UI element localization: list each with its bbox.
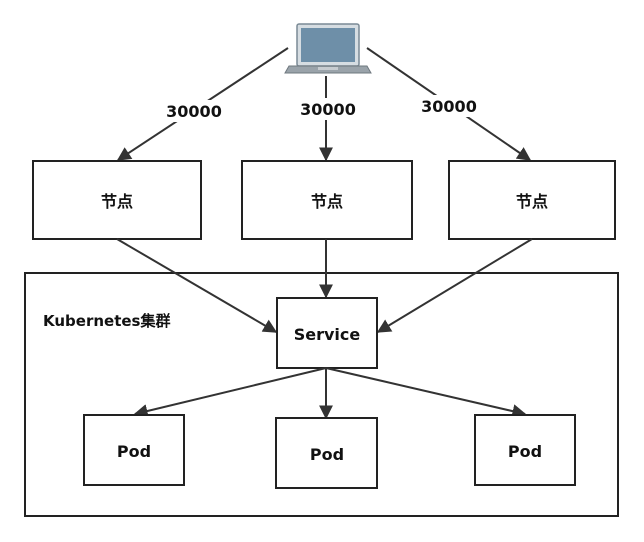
pod-box-3: Pod [474,414,576,486]
pod-label-3: Pod [508,442,542,461]
pod-box-1: Pod [83,414,185,486]
node-box-2: 节点 [241,160,413,240]
edge-node-1-service [116,238,278,333]
node-box-1: 节点 [32,160,202,240]
edge-service-pod-3 [325,367,527,418]
edge-label-port-3: 30000 [421,97,477,116]
service-label: Service [294,325,361,344]
node-label-3: 节点 [516,192,548,211]
edge-label-port-1: 30000 [166,102,222,121]
node-label-2: 节点 [311,192,343,211]
pod-label-2: Pod [310,445,344,464]
edge-node-3-service [376,238,533,333]
node-label-1: 节点 [101,192,133,211]
edge-service-pod-1 [133,367,327,418]
node-box-3: 节点 [448,160,616,240]
pod-label-1: Pod [117,442,151,461]
pod-box-2: Pod [275,417,378,489]
laptop-icon [284,23,372,74]
edge-label-port-2: 30000 [300,100,356,119]
kubernetes-cluster: Kubernetes集群 [24,272,619,517]
service-box: Service [276,297,378,369]
cluster-label: Kubernetes集群 [43,312,170,330]
